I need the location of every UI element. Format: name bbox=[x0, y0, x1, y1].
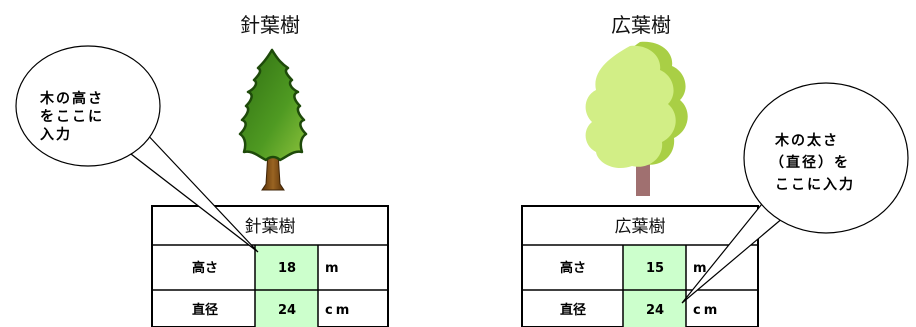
height-callout-line-2: をここに bbox=[40, 109, 104, 125]
broadleaf-diameter-input[interactable]: 24 bbox=[646, 303, 664, 318]
diameter-callout-line-1: 木の太さ bbox=[774, 132, 839, 149]
conifer-height-input[interactable]: 18 bbox=[278, 261, 296, 276]
broadleaf-diameter-label: 直径 bbox=[560, 302, 586, 318]
height-callout: 木の高さ をここに 入力 bbox=[16, 46, 258, 252]
height-callout-line-1: 木の高さ bbox=[39, 90, 104, 107]
diameter-callout: 木の太さ （直径）を ここに入力 bbox=[682, 83, 908, 303]
conifer-diameter-input[interactable]: 24 bbox=[278, 303, 296, 318]
broadleaf-height-label: 高さ bbox=[560, 260, 586, 276]
conifer-table: 針葉樹 高さ 18 m 直径 24 cm bbox=[152, 206, 388, 327]
diameter-callout-line-2: （直径）を bbox=[770, 154, 850, 171]
conifer-title: 針葉樹 bbox=[240, 13, 300, 37]
diameter-callout-line-3: ここに入力 bbox=[775, 176, 855, 193]
conifer-table-header: 針葉樹 bbox=[245, 217, 296, 237]
conifer-height-label: 高さ bbox=[192, 260, 218, 276]
broadleaf-diameter-unit: cm bbox=[693, 303, 720, 318]
broadleaf-table-header: 広葉樹 bbox=[615, 217, 666, 237]
broadleaf-tree-icon bbox=[586, 42, 688, 196]
broadleaf-title: 広葉樹 bbox=[611, 13, 671, 37]
conifer-tree-icon bbox=[240, 50, 306, 190]
conifer-height-unit: m bbox=[325, 261, 342, 276]
height-callout-line-3: 入力 bbox=[40, 126, 72, 143]
conifer-diameter-label: 直径 bbox=[192, 302, 218, 318]
broadleaf-height-input[interactable]: 15 bbox=[646, 261, 664, 276]
conifer-diameter-unit: cm bbox=[325, 303, 352, 318]
